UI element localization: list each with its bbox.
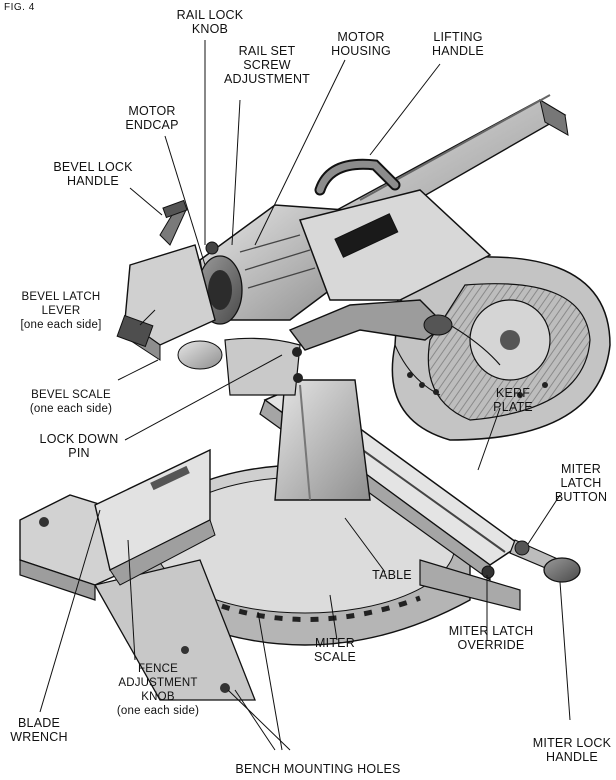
label-bevel-scale: BEVEL SCALE (one each side) — [29, 389, 113, 415]
label-rail-lock-knob: RAIL LOCK KNOB — [176, 8, 244, 36]
label-miter-scale: MITER SCALE — [314, 636, 356, 664]
label-bevel-lock-handle: BEVEL LOCK HANDLE — [53, 160, 133, 188]
label-miter-latch-button: MITER LATCH BUTTON — [554, 462, 608, 504]
bevel-scale-disk — [224, 337, 303, 396]
label-table: TABLE — [372, 568, 412, 582]
label-bevel-latch-lever: BEVEL LATCH LEVER [one each side] — [20, 291, 102, 331]
label-blade-wrench: BLADE WRENCH — [10, 716, 68, 744]
fence — [94, 448, 216, 586]
label-rail-set-screw-adjustment: RAIL SET SCREW ADJUSTMENT — [223, 44, 311, 86]
label-miter-lock-handle: MITER LOCK HANDLE — [532, 736, 612, 764]
leader-lines — [39, 40, 571, 751]
label-fence-adjustment-knob: FENCE ADJUSTMENT KNOB (one each side) — [116, 663, 200, 717]
figure-label: FIG. 4 — [4, 2, 35, 13]
label-lock-down-pin: LOCK DOWN PIN — [39, 432, 119, 460]
label-motor-housing: MOTOR HOUSING — [331, 30, 391, 58]
bevel-assembly — [116, 199, 223, 370]
label-lifting-handle: LIFTING HANDLE — [432, 30, 484, 58]
pivot-column — [274, 379, 371, 501]
label-bench-mounting-holes: BENCH MOUNTING HOLES — [235, 762, 401, 776]
blade-guard — [391, 256, 611, 441]
lifting-handle — [314, 158, 401, 196]
operating-handle — [288, 299, 453, 351]
label-kerf-plate: KERF PLATE — [493, 386, 533, 414]
miter-lock-handle — [509, 539, 581, 583]
label-miter-latch-override: MITER LATCH OVERRIDE — [448, 624, 534, 652]
label-motor-endcap: MOTOR ENDCAP — [125, 104, 179, 132]
